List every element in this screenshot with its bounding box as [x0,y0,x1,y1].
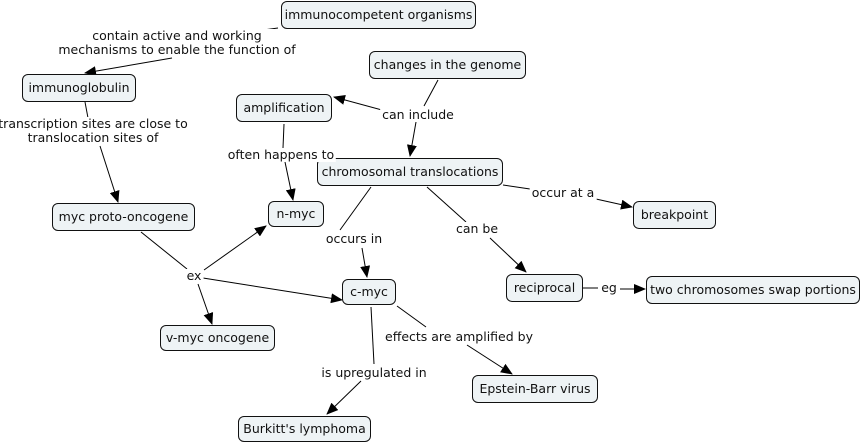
link-label-can-include: can include [380,107,456,122]
node-n-myc[interactable]: n-myc [268,201,324,227]
link-label-transcription: transcription sites are close to translo… [0,117,190,145]
link-label-contain-line1: contain active and working [92,28,262,43]
line-caninclude-to-translocations [406,121,417,157]
line-cmyc-to-upregulated [370,306,375,365]
node-immunoglobulin[interactable]: immunoglobulin [22,74,136,102]
line-effects-to-ebv [466,344,513,375]
node-c-myc[interactable]: c-myc [342,279,396,305]
line-mycproto-to-ex [140,231,188,270]
link-label-occurs-in: occurs in [323,231,385,246]
line-upregulated-to-burkitt [326,380,362,415]
node-reciprocal[interactable]: reciprocal [506,274,583,302]
line-often-to-nmyc [284,161,296,201]
line-caninclude-to-amplification [333,95,383,111]
line-amplification-to-often [282,123,285,149]
line-canbe-to-reciprocal [489,237,527,273]
line-translocations-to-canbe [426,186,467,223]
node-myc-proto-oncogene[interactable]: myc proto-oncogene [52,203,195,231]
link-label-can-be: can be [453,221,501,236]
link-label-transcription-line1: transcription sites are close to [0,116,188,131]
node-amplification[interactable]: amplification [236,94,332,122]
line-translocations-to-occursin [339,186,372,231]
node-burkitts-lymphoma[interactable]: Burkitt's lymphoma [238,416,371,442]
node-v-myc-oncogene[interactable]: v-myc oncogene [160,325,275,351]
node-two-chromosomes-swap-portions[interactable]: two chromosomes swap portions [646,276,860,304]
line-translocations-to-occurata [502,184,531,190]
link-label-occur-at-a: occur at a [529,185,597,200]
line-transcription-to-mycproto [99,145,120,203]
line-ex-to-vmyc [197,283,214,325]
node-epstein-barr-virus[interactable]: Epstein-Barr virus [472,375,598,403]
node-immunocompetent-organisms[interactable]: immunocompetent organisms [281,1,476,29]
link-label-ex: ex [184,268,204,283]
line-immunoglobulin-to-transcription [84,101,89,119]
link-label-is-upregulated-in: is upregulated in [319,365,429,380]
node-chromosomal-translocations[interactable]: chromosomal translocations [317,158,503,186]
line-ex-to-nmyc [203,225,267,271]
node-breakpoint[interactable]: breakpoint [633,201,716,229]
link-label-effects-amplified-by: effects are amplified by [383,329,535,344]
line-contain-to-immunoglobulin [84,57,173,77]
link-label-contain: contain active and working mechanisms to… [56,28,298,57]
line-occursin-to-cmyc [360,247,371,278]
link-label-eg: eg [599,280,619,295]
link-label-contain-line2: mechanisms to enable the function of [58,42,296,57]
line-cmyc-to-effects [396,305,427,328]
line-occurata-to-breakpoint [595,198,633,210]
line-ex-to-cmyc [202,277,343,304]
link-label-transcription-line2: translocation sites of [27,130,159,145]
line-genome-to-caninclude [423,79,439,107]
link-label-often-happens-to: often happens to [225,147,337,162]
node-changes-in-genome[interactable]: changes in the genome [369,51,526,79]
